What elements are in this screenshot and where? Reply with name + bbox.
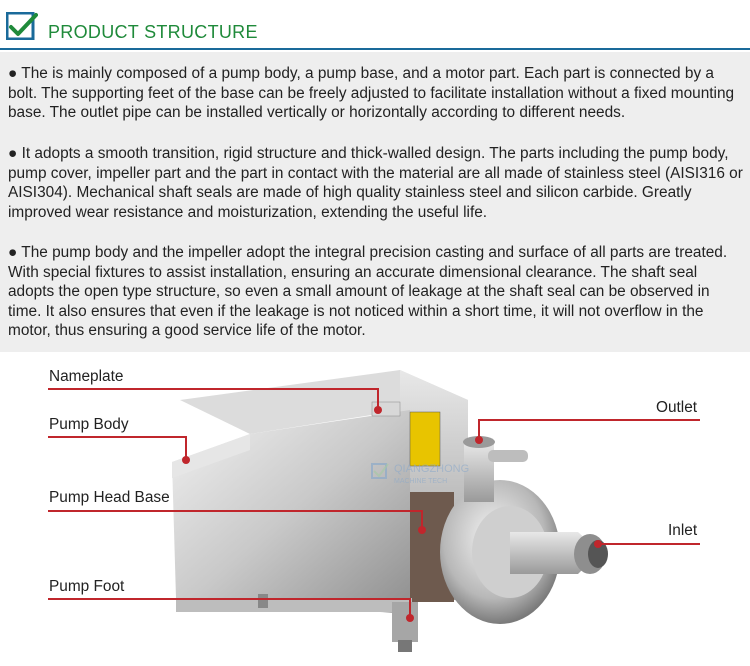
leader-pump-body xyxy=(48,436,186,438)
label-pump-foot: Pump Foot xyxy=(49,578,125,595)
marker-pump-foot xyxy=(406,614,414,622)
leader-pump-body-drop xyxy=(185,436,187,460)
leader-pump-foot-drop xyxy=(409,598,411,618)
description-panel xyxy=(0,52,750,352)
leader-nameplate-drop xyxy=(377,388,379,410)
section-header: PRODUCT STRUCTURE xyxy=(0,0,750,52)
label-pump-head-base: Pump Head Base xyxy=(49,489,170,506)
paragraph-materials: ● It adopts a smooth transition, rigid s… xyxy=(8,145,743,221)
label-pump-body: Pump Body xyxy=(49,416,129,433)
checkmark-logo-icon xyxy=(6,12,38,40)
paragraph-casting: ● The pump body and the impeller adopt t… xyxy=(8,244,728,340)
label-nameplate: Nameplate xyxy=(49,368,124,385)
label-inlet: Inlet xyxy=(668,522,698,539)
svg-text:MACHINE TECH: MACHINE TECH xyxy=(394,478,447,485)
header-divider xyxy=(0,48,750,50)
marker-pump-head-base xyxy=(418,526,426,534)
svg-text:QIANGZHONG: QIANGZHONG xyxy=(394,463,469,475)
leader-pump-head-base-drop xyxy=(421,510,423,530)
leader-outlet-drop xyxy=(478,419,480,439)
label-outlet: Outlet xyxy=(656,399,698,416)
pump-product-photo: QIANGZHONG MACHINE TECH xyxy=(172,370,608,652)
leader-inlet xyxy=(598,543,700,545)
marker-outlet xyxy=(475,436,483,444)
paragraph-composition: ● The is mainly composed of a pump body,… xyxy=(8,65,735,122)
leader-nameplate xyxy=(48,388,378,390)
marker-pump-body xyxy=(182,456,190,464)
leader-pump-head-base xyxy=(48,510,422,512)
leader-pump-foot xyxy=(48,598,410,600)
leader-outlet xyxy=(478,419,700,421)
marker-nameplate xyxy=(374,406,382,414)
marker-inlet xyxy=(594,540,602,548)
section-title: PRODUCT STRUCTURE xyxy=(48,22,258,42)
